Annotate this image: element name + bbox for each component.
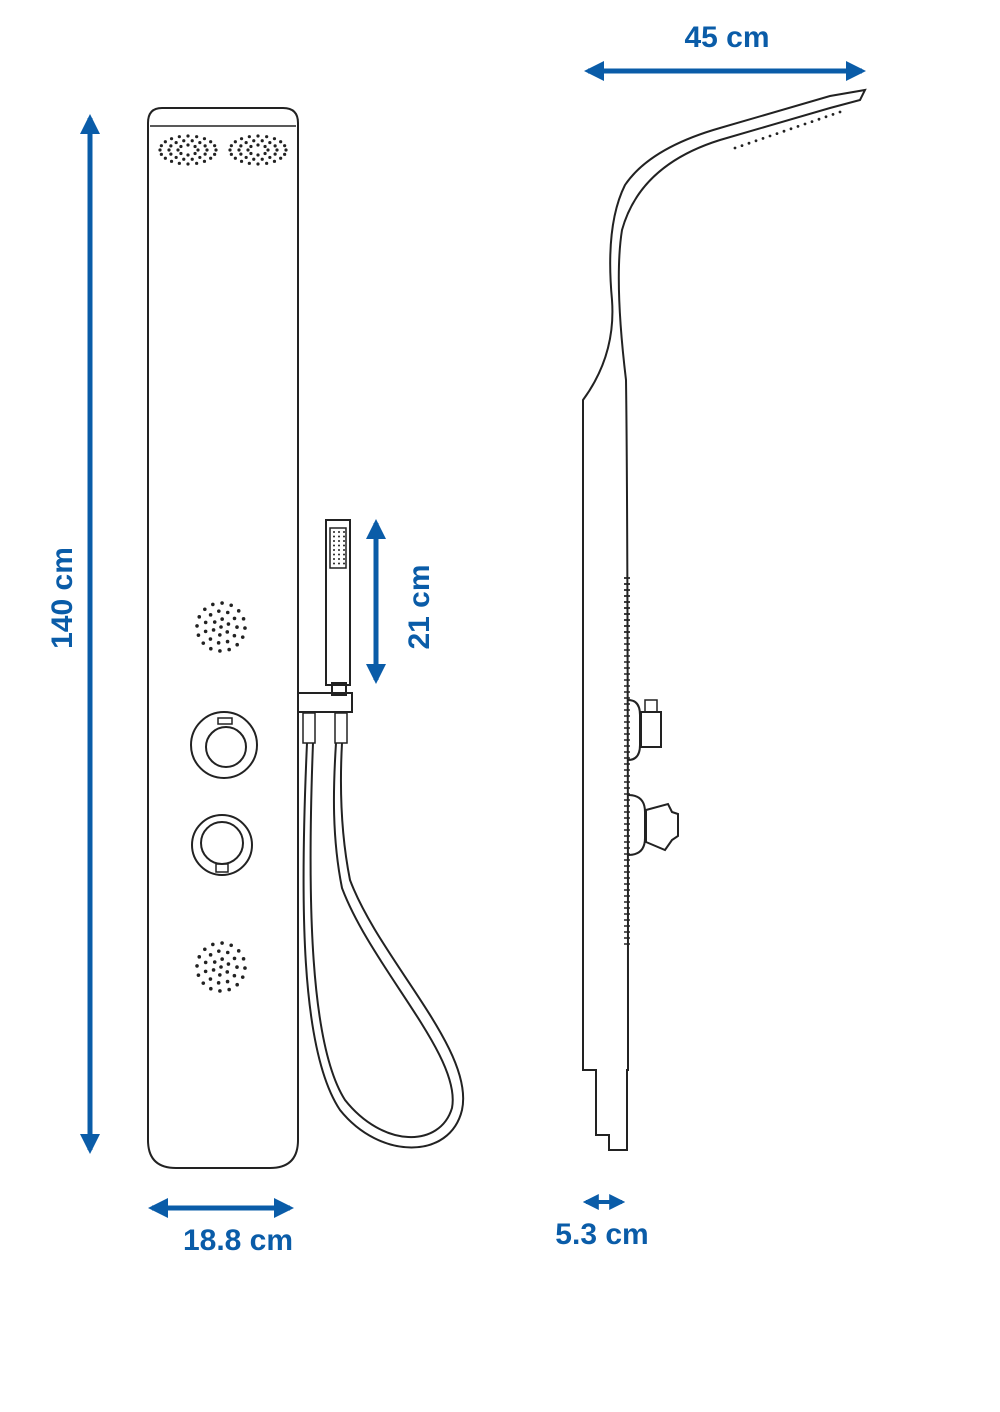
side-view: [582, 88, 867, 1151]
projection-label: 45 cm: [684, 21, 769, 54]
diverter-knob: [190, 711, 258, 779]
side-valve-lower: [627, 794, 679, 856]
side-valve-upper: [627, 699, 662, 761]
panel-outline: [147, 107, 299, 1169]
body-jet-lower: [195, 941, 247, 993]
dimension-annotations: 140 cm 18.8 cm 21 cm 45 cm 5.3 cm: [46, 21, 866, 1257]
depth-label: 5.3 cm: [555, 1218, 648, 1251]
side-head-nozzles: [733, 110, 842, 150]
body-jet-upper: [195, 601, 247, 653]
front-view: [147, 107, 465, 1169]
side-body-jets: [624, 577, 630, 945]
width-label: 18.8 cm: [183, 1224, 293, 1257]
height-label: 140 cm: [46, 547, 79, 649]
rain-head-nozzles: [158, 134, 288, 166]
thermostat-knob: [191, 814, 253, 876]
hand-shower-label: 21 cm: [403, 564, 436, 649]
hand-shower: [298, 519, 465, 1149]
